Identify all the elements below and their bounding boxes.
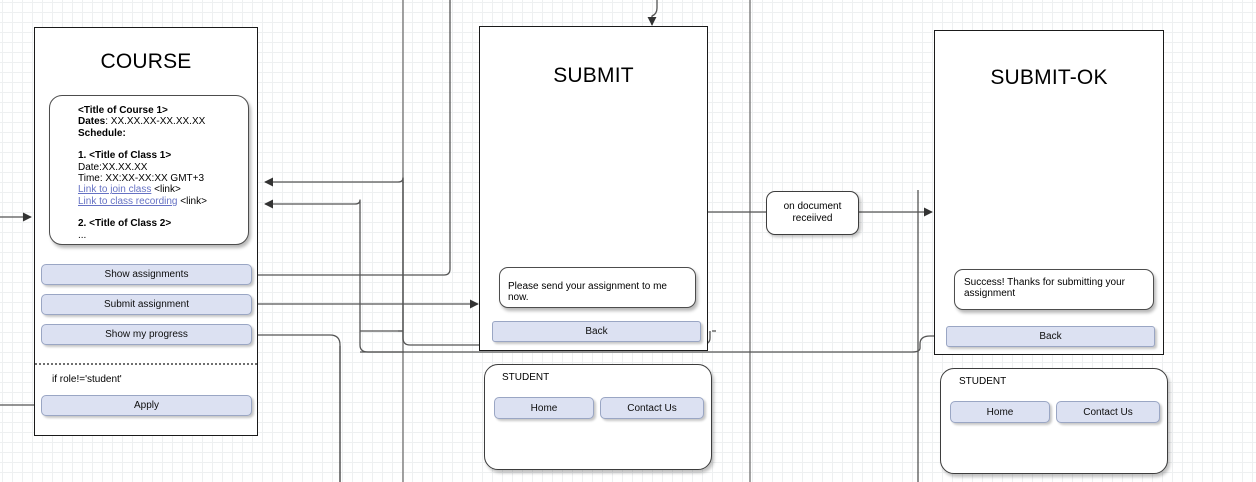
role-divider <box>35 363 257 365</box>
footer-submit-ok-button-home[interactable]: Home <box>950 401 1050 423</box>
wire-ok-back-left <box>712 335 944 353</box>
course-dates-value: : XX.XX.XX-XX.XX.XX <box>105 116 206 128</box>
wire-submit-back-riser2 <box>402 182 411 346</box>
course-detail-card <box>49 95 249 245</box>
button-apply[interactable]: Apply <box>41 395 252 416</box>
link-class-recording[interactable]: Link to class recording <box>78 195 178 207</box>
link-join-class-suffix: <link> <box>151 184 181 196</box>
submit-ok-message-box <box>954 269 1154 310</box>
footer-submit-ok-button-contact-us[interactable]: Contact Us <box>1056 401 1160 423</box>
course-title: <Title of Course 1> <box>78 105 168 116</box>
transition-label-line1: on document <box>783 201 842 212</box>
link-join-class[interactable]: Link to join class <box>78 184 152 196</box>
wire-return-second <box>264 199 361 209</box>
class1-time: Time: XX:XX-XX:XX GMT+3 <box>78 173 205 185</box>
footer-submit-button-contact-us[interactable]: Contact Us <box>600 397 704 419</box>
link-class-recording-suffix: <link> <box>177 195 207 207</box>
screen-submit-ok-title: SUBMIT-OK <box>990 66 1108 89</box>
submit-ok-message-text: Success! Thanks for submitting your assi… <box>964 277 1125 300</box>
wire-submit-back-riser <box>359 205 404 353</box>
role-condition-label: if role!='student' <box>52 374 122 385</box>
button-show-assignments[interactable]: Show assignments <box>41 264 252 285</box>
wire-show-assignments <box>252 0 451 276</box>
footer-submit-button-home[interactable]: Home <box>494 397 594 419</box>
button-submit-ok-back[interactable]: Back <box>946 326 1155 347</box>
class2-title: 2. <Title of Class 2> <box>78 218 172 230</box>
submit-message-box <box>499 267 696 308</box>
course-ellipsis: ... <box>78 229 87 241</box>
screen-submit-title: SUBMIT <box>553 64 634 87</box>
footer-submit-title: STUDENT <box>502 372 550 383</box>
transition-label-line2: receiived <box>792 213 833 224</box>
course-schedule-label: Schedule: <box>78 127 126 139</box>
submit-message-text: Please send your assignment to me now. <box>508 281 667 304</box>
screen-course-title: COURSE <box>100 50 192 73</box>
footer-submit-ok-title: STUDENT <box>959 376 1007 387</box>
course-dates-label: Dates <box>78 116 106 128</box>
class1-date: Date:XX.XX.XX <box>78 161 148 173</box>
wire-return-top <box>264 177 404 187</box>
button-submit-assignment[interactable]: Submit assignment <box>41 294 252 315</box>
class1-title: 1. <Title of Class 1> <box>78 150 172 162</box>
wire-show-my-progress <box>252 334 341 482</box>
transition-on-document-received: on document receiived <box>766 191 859 235</box>
button-show-my-progress[interactable]: Show my progress <box>41 324 252 345</box>
course-detail-text: <Title of Course 1> Dates: XX.XX.XX-XX.X… <box>78 105 250 241</box>
wire-into-submit-top <box>647 0 658 26</box>
button-submit-back[interactable]: Back <box>492 321 701 342</box>
